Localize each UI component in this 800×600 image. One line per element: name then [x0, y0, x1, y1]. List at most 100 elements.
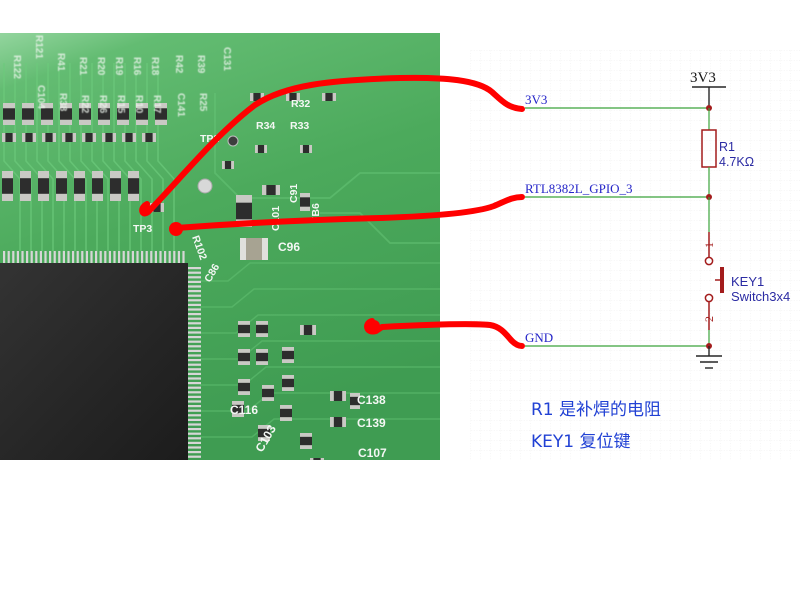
smd-pad [2, 171, 13, 179]
test-pad [227, 135, 239, 147]
smd-pad [296, 93, 300, 101]
net-label-3v3: 3V3 [525, 92, 547, 107]
r1-reference: R1 [719, 140, 735, 154]
chip-pin [53, 251, 56, 263]
chip-pin [173, 251, 176, 263]
smd-pad [62, 133, 66, 142]
chip-pin [62, 251, 65, 263]
smd-pad [98, 119, 110, 125]
smd-component [142, 133, 156, 142]
chip-pin [188, 267, 201, 270]
annotation-wire-gpio [173, 194, 525, 231]
smd-pad [258, 425, 270, 429]
capacitor-pad [262, 238, 268, 260]
smd-pad [60, 119, 72, 125]
smd-pad [128, 171, 139, 179]
smd-pad [82, 133, 86, 142]
smd-pad [152, 133, 156, 142]
smd-component [300, 193, 310, 211]
chip-pin [188, 349, 201, 352]
chip-pin [168, 251, 171, 263]
chip-pin [188, 428, 201, 431]
smd-component [128, 171, 139, 201]
smd-component [3, 103, 15, 125]
pcb-trace [200, 262, 440, 282]
chip-pin [188, 354, 201, 357]
smd-body [145, 133, 153, 142]
smd-pad [300, 445, 312, 449]
chip-pin [188, 368, 201, 371]
smd-pad [231, 161, 234, 169]
smd-body [110, 177, 121, 195]
ground-symbol [696, 346, 722, 369]
smd-pad [264, 145, 267, 153]
silkscreen-label: R18 [149, 57, 160, 76]
smd-body [232, 404, 244, 414]
chip-pin [188, 395, 201, 398]
silkscreen-label: R42 [173, 55, 184, 74]
chip-pin [188, 313, 201, 316]
smd-component [232, 401, 244, 417]
chip-pin [188, 418, 201, 421]
smd-body [117, 107, 129, 121]
silkscreen-label: C101 [270, 206, 282, 231]
smd-pad [20, 193, 31, 201]
smd-pad [322, 93, 326, 101]
smd-pad [342, 417, 346, 427]
pcb-trace [58, 63, 76, 251]
chip-pin [159, 251, 162, 263]
chip-pin [154, 251, 157, 263]
smd-component [60, 103, 72, 125]
chip-pin [127, 251, 130, 263]
smd-component [300, 325, 316, 335]
smd-component [122, 133, 136, 142]
chip-pin [188, 276, 201, 279]
pcb-trace [36, 63, 54, 251]
silkscreen-label: R17 [151, 95, 162, 114]
schematic: 3V3 3V3 R1 4.7KΩ RTL8382L_GPIO_3 1 2 KEY… [470, 50, 800, 460]
smd-component [280, 405, 292, 421]
smd-pad [42, 133, 46, 142]
schematic-grid [470, 50, 800, 460]
chip-pin [72, 251, 75, 263]
chip-pin [188, 432, 201, 435]
chip-pin [26, 251, 29, 263]
smd-component [258, 425, 270, 441]
silkscreen-label: C138 [357, 393, 386, 407]
smd-component [102, 133, 116, 142]
smd-pad [136, 119, 148, 125]
smd-pad [110, 193, 121, 201]
smd-pad [260, 93, 264, 101]
smd-body [300, 196, 310, 208]
smd-component [282, 347, 294, 363]
smd-body [303, 325, 313, 335]
smd-body [238, 352, 250, 362]
annotation-wire-3v3 [145, 74, 525, 215]
note-key1: KEY1 复位键 [531, 432, 631, 452]
smd-pad [350, 405, 360, 409]
smd-component [262, 185, 280, 195]
chip-pin [188, 372, 201, 375]
key1-value: Switch3x4 [731, 289, 790, 304]
smd-pad [300, 433, 312, 437]
smd-pad [350, 393, 360, 397]
smd-component [41, 103, 53, 125]
silkscreen-label: R33 [290, 120, 309, 132]
capacitor-c96-body [240, 238, 268, 260]
chip-pin [44, 251, 47, 263]
smd-body [56, 177, 67, 195]
chip-pin [3, 251, 6, 263]
smd-pad [232, 401, 244, 405]
smd-component [42, 133, 56, 142]
smd-body [41, 107, 53, 121]
smd-component [110, 171, 121, 201]
annotation-solder-point [368, 320, 380, 332]
chip-pin [188, 409, 201, 412]
smd-pad [238, 321, 250, 325]
smd-pad [79, 103, 91, 109]
smd-pad [320, 458, 324, 460]
smd-body [3, 107, 15, 121]
smd-component [79, 103, 91, 125]
smd-body [282, 350, 294, 360]
